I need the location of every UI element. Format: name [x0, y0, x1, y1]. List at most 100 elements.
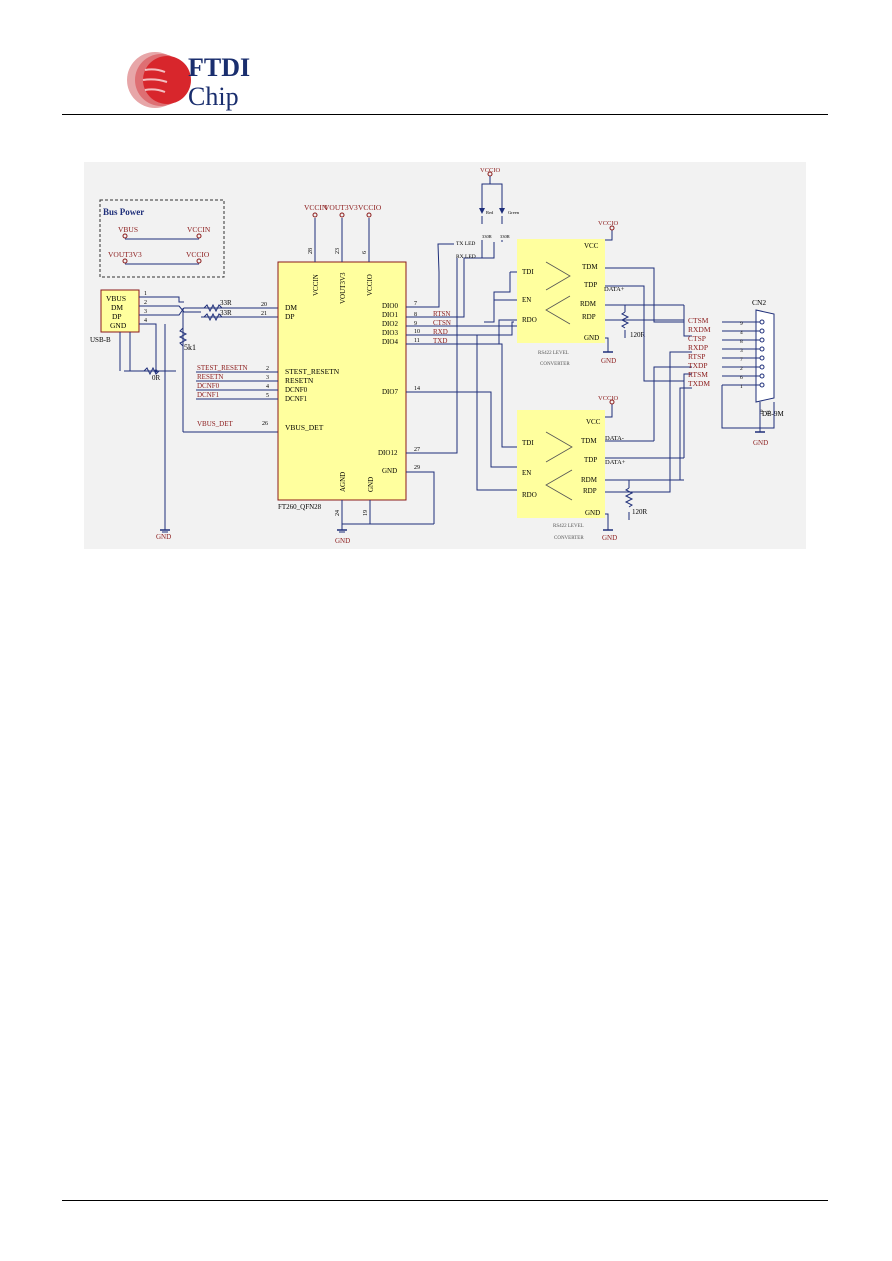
ic-right-pin-dio7: DIO7	[382, 388, 398, 396]
db9-signal-rxdp: RXDP	[688, 343, 708, 352]
conv2-vcc-net: VCCIO	[598, 395, 619, 402]
db9-signal-txdp: TXDP	[688, 361, 708, 370]
ic-top-pinnum-6: 6	[362, 251, 368, 254]
led-green-label: Green	[508, 210, 520, 215]
ic-top-pin-vccin: VCCIN	[312, 274, 320, 296]
ic-top-net-vout3v3: VOUT3V3	[324, 203, 358, 212]
net-rx-led: RX LED	[456, 254, 476, 260]
ic-left-pinnum-26: 26	[262, 421, 268, 427]
usb-ground-symbol: GND	[156, 529, 171, 541]
resistor-pullup-value: 5k1	[184, 343, 196, 352]
ft260-ic: FT260_QFN28 VCCIN VOUT3V3 VCCIO VCCIN VO…	[196, 203, 420, 516]
net-rtsn: RTSN	[433, 310, 450, 318]
usb-pin-dp: DP	[112, 312, 122, 321]
net-txd: TXD	[433, 337, 447, 345]
ic-right-pin-dio12: DIO12	[378, 449, 398, 457]
ic-right-pin-gnd: GND	[382, 467, 397, 475]
bus-power-title: Bus Power	[103, 207, 144, 217]
conv2-gnd-label: GND	[602, 534, 617, 542]
bus-power-net-vbus: VBUS	[118, 225, 138, 234]
ic-left-pin-dp: DP	[285, 312, 295, 321]
conv2-pin-tdm: TDM	[581, 437, 597, 445]
conv2-title-1: RS422 LEVEL	[553, 524, 584, 529]
net-dcnf0: DCNF0	[197, 382, 220, 390]
dio-wiring	[406, 242, 520, 468]
led-resistor-1: 330R	[482, 234, 492, 239]
ic-right-pinnum-14: 14	[414, 386, 420, 392]
conv2-pin-en: EN	[522, 469, 531, 477]
ic-right-pinnum-10: 10	[414, 329, 420, 335]
conv2-pin-rdm: RDM	[581, 476, 598, 484]
db9-pin-2: 2	[740, 366, 743, 372]
usb-pin-num-4: 4	[144, 318, 147, 324]
conv1-vcc-net: VCCIO	[598, 220, 619, 227]
conv2-term-resistor-value: 120R	[632, 508, 648, 516]
ic-right-pinnum-27: 27	[414, 447, 420, 453]
conv2-driver-icon	[545, 431, 573, 463]
resistor-dm-value: 33R	[220, 299, 232, 307]
db9-crosswiring	[629, 267, 692, 493]
net-vbus-det: VBUS_DET	[197, 420, 234, 428]
db9-connector: CN2 DB-9M CTSM RXDM CTSP RXDP RTSP TXDP …	[688, 298, 785, 447]
rs422-converter-1: TDI EN RDO VCC TDM TDP RDM RDP GND RS422…	[517, 239, 605, 367]
conv1-pin-tdi: TDI	[522, 268, 534, 276]
ic-right-pin-dio0: DIO0	[382, 302, 398, 310]
usb-pin-vbus: VBUS	[106, 294, 126, 303]
usb-connector-label: USB-B	[90, 336, 111, 344]
conv1-driver-icon	[545, 261, 571, 291]
header-divider	[62, 114, 828, 115]
conv1-receiver-icon	[545, 295, 571, 325]
ic-right-pinnum-11: 11	[414, 338, 420, 344]
usb-pin-gnd: GND	[110, 321, 127, 330]
conv1-pin-rdm: RDM	[580, 300, 597, 308]
conv2-pin-vcc: VCC	[586, 418, 601, 426]
net-stest-resetn: STEST_RESETN	[197, 364, 248, 372]
conv2-data-minus-label: DATA-	[605, 435, 624, 442]
conv2-pin-rdp: RDP	[583, 487, 597, 495]
ic-top-net-vccio: VCCIO	[358, 203, 382, 212]
db9-signal-txdm: TXDM	[688, 379, 710, 388]
led-red-icon	[479, 208, 485, 214]
ic-name: FT260_QFN28	[278, 503, 322, 511]
net-tx-led: TX LED	[456, 241, 475, 247]
ic-left-pin-stest: STEST_RESETN	[285, 367, 340, 376]
conv1-gnd-label: GND	[601, 357, 616, 365]
led-resistor-2: 330R	[500, 234, 510, 239]
led-vcc-label: VCCIO	[480, 167, 501, 174]
usb-series-resistors: 33R 33R 5k1 0R	[143, 299, 232, 382]
ic-bottom-pinnum-24: 24	[335, 510, 341, 516]
bus-power-box: Bus Power VBUS VCCIN VOUT3V3 VCCIO	[99, 199, 225, 278]
conv1-pin-tdm: TDM	[582, 263, 598, 271]
ic-top-pinnum-23: 23	[335, 248, 341, 254]
ic-left-pinnum-4: 4	[266, 384, 269, 390]
logo-text-ftdi: FTDI	[188, 53, 250, 82]
db9-pin-1: 1	[740, 384, 743, 390]
conv1-pin-rdo: RDO	[522, 316, 537, 324]
db9-shell-pin-10: 10	[759, 409, 765, 415]
ic-bottom-pinnum-19: 19	[363, 510, 369, 516]
ic-left-pin-dcnf1: DCNF1	[285, 395, 308, 403]
ic-left-pinnum-21: 21	[261, 311, 267, 317]
ic-right-pinnum-9: 9	[414, 321, 417, 327]
db9-pin-4: 4	[740, 330, 743, 336]
conv1-title-1: RS422 LEVEL	[538, 351, 569, 356]
db9-signal-rxdm: RXDM	[688, 325, 711, 334]
ic-left-pinnum-3: 3	[266, 375, 269, 381]
footer-divider	[62, 1200, 828, 1201]
ic-left-pin-resetn: RESETN	[285, 376, 314, 385]
conv2-title-2: CONVERTER	[554, 536, 584, 541]
led-green-icon	[499, 208, 505, 214]
conv1-term-resistor-icon	[620, 311, 630, 329]
conv1-data-label: DATA+	[604, 286, 625, 293]
schematic-panel: Bus Power VBUS VCCIN VOUT3V3 VCCIO VBUS …	[84, 162, 806, 549]
bus-power-net-vout3v3: VOUT3V3	[108, 250, 142, 259]
db9-signal-ctsm: CTSM	[688, 316, 709, 325]
cn2-label: CN2	[752, 298, 766, 307]
ic-gnd-label: GND	[335, 537, 350, 545]
db9-pin-7: 7	[740, 357, 743, 363]
conv1-pin-vcc: VCC	[584, 242, 599, 250]
ic-right-pin-dio2: DIO2	[382, 320, 398, 328]
db9-signal-rtsp: RTSP	[688, 352, 705, 361]
conv1-term-resistor-value: 120R	[630, 331, 646, 339]
ic-bottom-pin-gnd: GND	[367, 477, 375, 492]
